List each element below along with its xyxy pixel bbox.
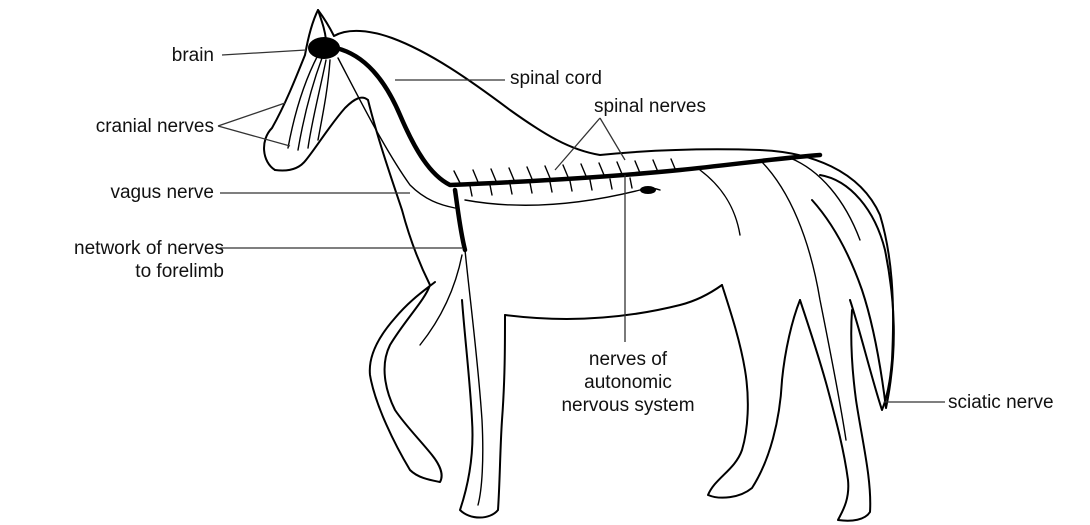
forelimb-nerve-2 [420, 255, 462, 345]
tail-nerve [790, 158, 860, 240]
label-autonomic-line3: nervous system [538, 394, 718, 417]
leader-cranial-2 [218, 126, 290, 146]
horse-jaw [275, 98, 368, 171]
leader-spinal-nerves-1 [555, 118, 600, 170]
label-spinal-cord: spinal cord [510, 67, 602, 90]
forelimb-plexus [455, 190, 465, 250]
label-cranial-nerves: cranial nerves [96, 115, 214, 138]
cranial-nerve-1 [288, 55, 318, 148]
autonomic-ganglion [640, 186, 656, 194]
label-autonomic: nerves of autonomic nervous system [538, 348, 718, 417]
horse-belly [505, 285, 722, 319]
label-sciatic-nerve: sciatic nerve [948, 391, 1054, 414]
horse-front-leg-standing [460, 300, 505, 518]
label-autonomic-line2: autonomic [538, 371, 718, 394]
label-forelimb-line2: to forelimb [74, 260, 224, 283]
sciatic-nerve-path [760, 160, 846, 440]
label-brain: brain [172, 44, 214, 67]
label-spinal-nerves: spinal nerves [594, 95, 706, 118]
label-autonomic-line1: nerves of [538, 348, 718, 371]
leader-brain [222, 50, 306, 55]
label-vagus-nerve: vagus nerve [110, 181, 214, 204]
label-forelimb-network: network of nerves to forelimb [74, 237, 224, 283]
horse-hind-leg-front [708, 285, 800, 498]
label-forelimb-line1: network of nerves [74, 237, 224, 260]
lumbar-nerve [700, 170, 740, 235]
forelimb-nerve-1 [465, 250, 483, 505]
autonomic-chain [465, 189, 660, 206]
horse-front-leg-raised [370, 282, 442, 482]
